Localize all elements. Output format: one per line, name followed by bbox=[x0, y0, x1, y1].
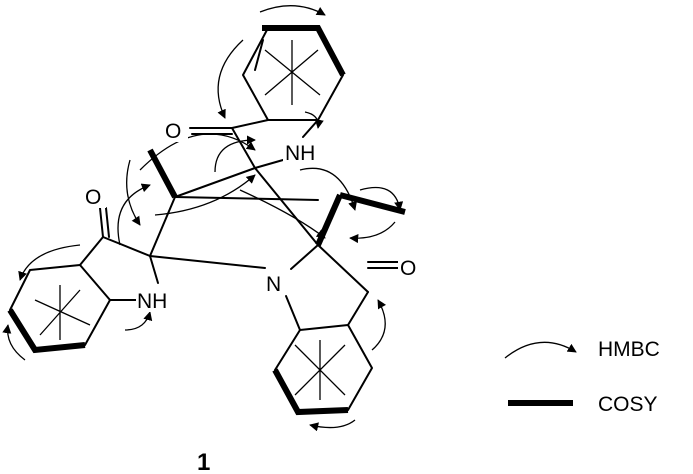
legend-label-hmbc: HMBC bbox=[598, 338, 660, 361]
legend-label-cosy: COSY bbox=[598, 393, 658, 416]
compound-number: 1 bbox=[197, 449, 210, 474]
left-indolinone bbox=[7, 207, 159, 354]
atom-label-o-right: O bbox=[400, 257, 416, 280]
hmbc-legend-arrow bbox=[504, 341, 577, 359]
atom-label-nh-left: NH bbox=[137, 290, 167, 313]
bottom-indolinone bbox=[272, 244, 399, 416]
atom-label-nh-top: NH bbox=[285, 142, 315, 165]
top-benzene-ring bbox=[242, 25, 346, 121]
hmbc-correlations bbox=[2, 5, 404, 432]
atom-label-n-center: N bbox=[266, 273, 281, 296]
legend: HMBC COSY bbox=[504, 338, 660, 416]
atom-label-o-top: O bbox=[165, 120, 181, 143]
atom-label-o-left: O bbox=[85, 186, 101, 209]
atom-labels: O NH O NH N O bbox=[84, 116, 424, 313]
bottom-benzene-ring bbox=[272, 324, 373, 416]
